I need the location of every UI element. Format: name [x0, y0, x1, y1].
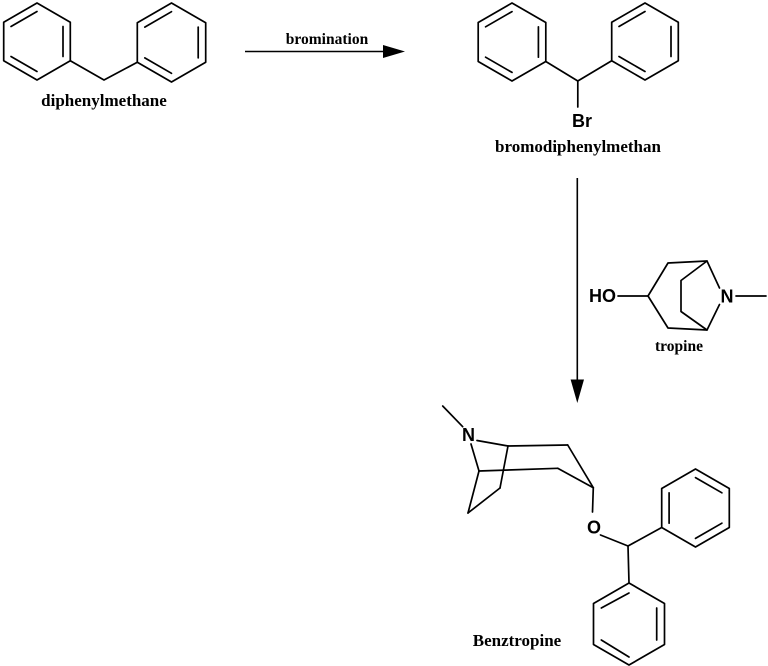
n-c5-bond	[470, 443, 480, 472]
arrow-head	[383, 45, 405, 58]
c1-c7-bridge-bond	[499, 445, 509, 489]
ch-phenyl-upper-bond	[627, 526, 663, 547]
double-bond-inner	[10, 55, 38, 73]
ch-phenyl-lower-bond	[627, 545, 630, 584]
bromodiphenylmethan-label: bromodiphenylmethan	[495, 137, 661, 156]
benztropine-label: Benztropine	[473, 631, 562, 650]
ethylene-bridge	[680, 260, 708, 331]
methine-bridge-bond	[544, 59, 613, 82]
double-bond-inner	[694, 522, 723, 540]
benzene-ring	[610, 2, 680, 81]
c7-c6-bridge-bond	[467, 487, 501, 514]
benzene-ring	[2, 2, 72, 81]
double-bond-inner	[10, 10, 38, 28]
tropine-label: tropine	[655, 338, 703, 355]
methylene-bridge-bond	[69, 59, 139, 81]
oxygen-atom-label: O	[587, 518, 601, 538]
hydroxyl-atom-label: HO	[589, 286, 616, 306]
c5-c6-bridge-bond	[467, 470, 480, 514]
diphenylmethane-label: diphenylmethane	[41, 91, 167, 110]
arrow-head	[570, 379, 584, 403]
double-bond-inner	[600, 592, 630, 609]
tropane-ring-upper	[647, 260, 721, 297]
double-bond-inner	[484, 56, 513, 74]
double-bond-inner	[694, 476, 723, 494]
bromine-atom-label: Br	[572, 111, 592, 131]
vertical-reaction-arrow	[570, 178, 584, 403]
benzene-ring	[477, 2, 547, 82]
double-bond-inner	[600, 639, 630, 658]
double-bond-inner	[484, 10, 513, 28]
double-bond-inner	[143, 10, 173, 28]
oxygen-ch-bond	[599, 534, 629, 547]
nitrogen-atom-label: N	[462, 425, 475, 445]
double-bond-inner	[618, 10, 646, 28]
benzene-ring	[660, 468, 731, 548]
c4-c3-bond	[556, 467, 595, 489]
bromination-label: bromination	[286, 31, 369, 48]
diphenylmethane-structure: diphenylmethane	[2, 2, 207, 110]
c3-oxygen-bond	[591, 486, 595, 513]
c5-c4-bond	[478, 467, 559, 472]
bromodiphenylmethane-structure: Br bromodiphenylmethan	[477, 2, 680, 156]
tropane-ring-lower	[647, 295, 721, 331]
double-bond-inner	[618, 55, 646, 73]
nitrogen-atom-label: N	[721, 287, 734, 307]
benzene-ring	[592, 582, 666, 666]
horizontal-reaction-arrow: bromination	[245, 31, 405, 58]
n-c1-bond	[476, 439, 509, 447]
tropine-structure: HO N tropine	[589, 260, 767, 355]
n-methyl-bond	[441, 405, 464, 428]
benztropine-structure: N O Benztropine	[441, 405, 731, 666]
c1-c2-bond	[507, 444, 569, 447]
double-bond-inner	[143, 57, 173, 75]
c2-c3-bond	[566, 444, 595, 489]
benzene-ring	[136, 2, 207, 83]
